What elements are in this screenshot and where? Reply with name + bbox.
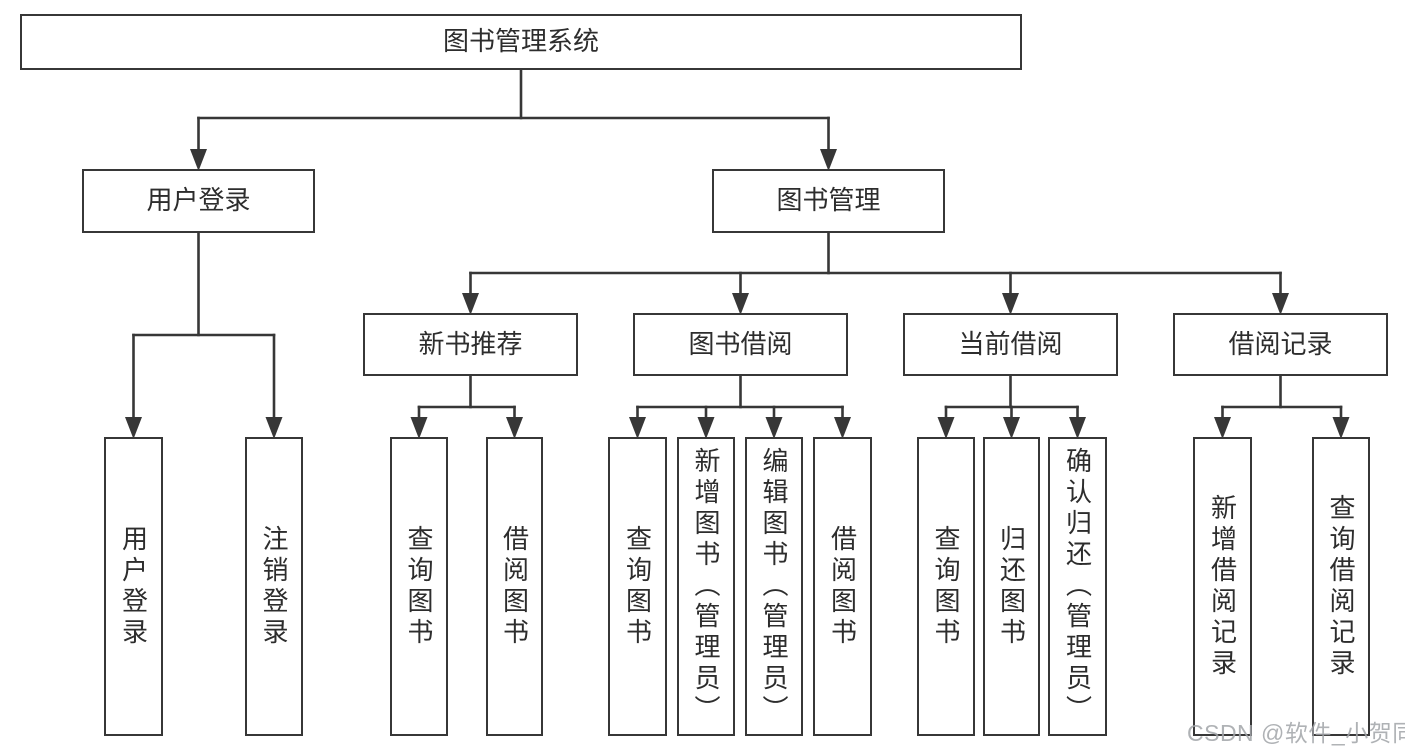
arrowhead-icon [410,417,428,439]
arrowhead-icon [765,417,783,439]
node-library-system: 图书管理系统 [20,14,1022,70]
node-borrowing-query-book: 查询图书 [608,437,667,736]
node-label-book-management: 图书管理 [776,185,881,216]
node-label-current-query-book: 查询图书 [931,524,961,649]
node-label-borrowing-add-book: 新增图书（管理员） [691,447,721,726]
node-current-query-book: 查询图书 [917,437,975,736]
node-borrowing-borrow-book: 借阅图书 [813,437,872,736]
node-logout: 注销登录 [245,437,303,736]
node-current-borrowing: 当前借阅 [903,313,1118,376]
node-label-recommend-query-book: 查询图书 [404,524,434,649]
node-label-records-add-record: 新增借阅记录 [1207,493,1238,680]
node-label-logout: 注销登录 [259,524,289,649]
arrowhead-icon [265,417,283,439]
node-recommend-borrow-book: 借阅图书 [486,437,543,736]
node-label-library-system: 图书管理系统 [442,26,599,57]
arrowhead-icon [1214,417,1231,439]
node-book-management: 图书管理 [712,169,945,233]
node-user-login: 用户登录 [82,169,315,233]
node-new-book-recommendation: 新书推荐 [363,313,578,376]
node-label-current-borrowing: 当前借阅 [958,328,1063,359]
arrowhead-icon [1272,293,1289,315]
arrowhead-icon [937,417,955,439]
node-label-new-book-recommendation: 新书推荐 [418,328,523,359]
arrowhead-icon [820,149,837,171]
arrowhead-icon [1332,417,1350,439]
node-label-recommend-borrow-book: 借阅图书 [499,524,530,649]
node-label-borrowing-borrow-book: 借阅图书 [827,524,858,649]
node-records-add-record: 新增借阅记录 [1193,437,1252,736]
node-current-confirm-return: 确认归还（管理员） [1048,437,1107,736]
node-label-current-confirm-return: 确认归还（管理员） [1062,447,1093,726]
node-login: 用户登录 [104,437,163,736]
arrowhead-icon [834,417,851,439]
arrowhead-icon [506,417,523,439]
node-label-login: 用户登录 [118,524,149,649]
node-label-borrowing-edit-book: 编辑图书（管理员） [759,447,789,726]
arrowhead-icon [1003,417,1020,439]
arrowhead-icon [190,149,207,171]
arrowhead-icon [1002,293,1019,315]
node-label-borrowing-records: 借阅记录 [1228,328,1333,359]
arrowhead-icon [1069,417,1086,439]
node-label-book-borrowing: 图书借阅 [688,328,793,359]
node-recommend-query-book: 查询图书 [390,437,448,736]
arrowhead-icon [462,293,479,315]
arrowhead-icon [629,417,646,439]
node-borrowing-add-book: 新增图书（管理员） [677,437,735,736]
node-label-records-query-record: 查询借阅记录 [1326,493,1356,680]
node-borrowing-records: 借阅记录 [1173,313,1388,376]
node-records-query-record: 查询借阅记录 [1312,437,1370,736]
watermark: CSDN @软件_小贺同学 [1187,720,1405,746]
node-borrowing-edit-book: 编辑图书（管理员） [745,437,803,736]
node-book-borrowing: 图书借阅 [633,313,848,376]
node-label-current-return-book: 归还图书 [996,524,1027,649]
arrowhead-icon [732,293,749,315]
arrowhead-icon [697,417,715,439]
arrowhead-icon [125,417,142,439]
node-current-return-book: 归还图书 [983,437,1040,736]
node-label-user-login: 用户登录 [146,185,251,216]
node-label-borrowing-query-book: 查询图书 [622,524,653,649]
